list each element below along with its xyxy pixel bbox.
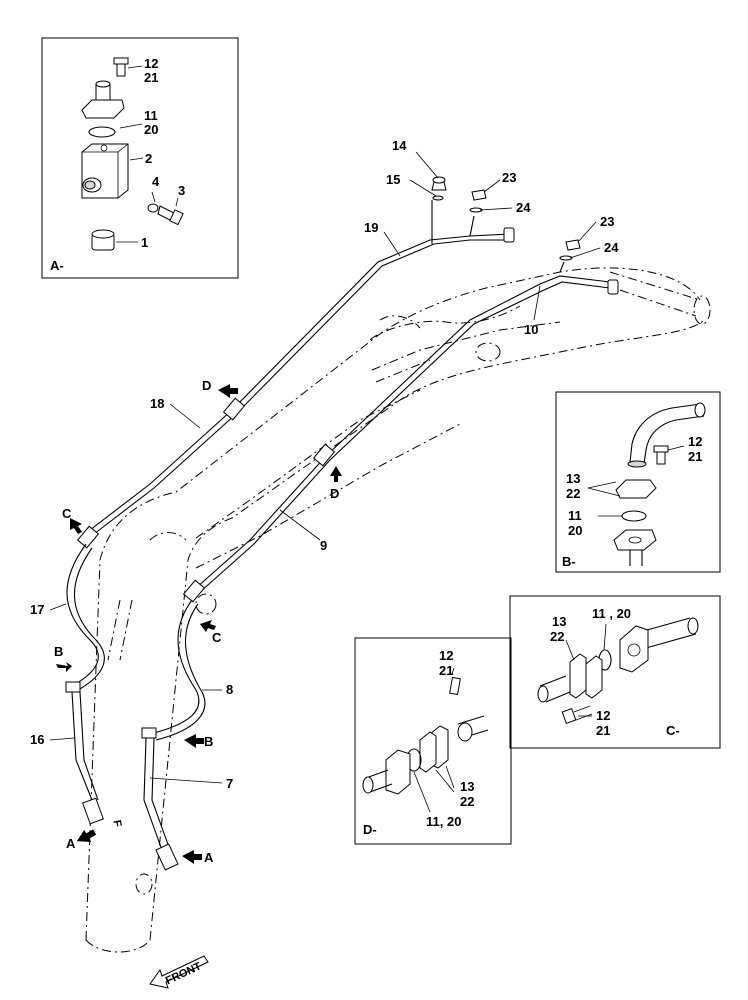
inset-c-tag: C- <box>666 723 680 738</box>
inset-d-label: 22 <box>460 794 474 809</box>
inset-a-label: 4 <box>152 174 160 189</box>
view-arrow-icon <box>70 518 82 534</box>
view-arrow-label: A <box>204 850 214 865</box>
inset-d-label: 12 <box>439 648 453 663</box>
boom-outline <box>85 267 711 953</box>
inset-d-frame <box>354 637 512 845</box>
callout-label: 18 <box>150 396 164 411</box>
callout-label: 16 <box>30 732 44 747</box>
inset-b-label: 13 <box>566 471 580 486</box>
inset-c: 13 22 11 , 20 12 21 C- <box>509 595 721 749</box>
view-arrow-label: D <box>330 486 339 501</box>
view-arrow-label: C <box>212 630 222 645</box>
inset-c-label: 13 <box>552 614 566 629</box>
callout-label: 24 <box>604 240 619 255</box>
callout-label: 19 <box>364 220 378 235</box>
view-arrow-label: B <box>204 734 213 749</box>
inset-a-label: 3 <box>178 183 185 198</box>
inset-c-label: 11 , 20 <box>592 606 631 621</box>
inset-b: 12 21 13 22 11 20 B- <box>555 391 721 573</box>
callout-label: 14 <box>392 138 407 153</box>
inset-a-label: 11 <box>144 108 158 123</box>
view-arrow-icon <box>200 620 216 632</box>
inset-a-label: 2 <box>145 151 152 166</box>
view-arrow-icon <box>76 829 97 843</box>
inset-b-label: 11 <box>568 508 582 523</box>
view-arrow-icon <box>218 384 238 398</box>
boom-mark: F <box>110 819 123 828</box>
inset-b-label: 12 <box>688 434 702 449</box>
inset-d-label: 11, 20 <box>426 814 461 829</box>
view-arrow-icon <box>184 734 204 748</box>
front-label: FRONT <box>164 960 204 987</box>
inset-b-frame <box>555 391 721 573</box>
inset-b-label: 22 <box>566 486 580 501</box>
inset-c-frame <box>509 595 721 749</box>
callout-leaders <box>49 151 601 784</box>
callout-label: 8 <box>226 682 233 697</box>
inset-b-label: 20 <box>568 523 582 538</box>
inset-d-label: 21 <box>439 663 453 678</box>
inset-c-label: 12 <box>596 708 610 723</box>
view-arrow-label: D <box>202 378 211 393</box>
callout-label: 7 <box>226 776 233 791</box>
inset-b-label: 21 <box>688 449 702 464</box>
hydraulic-lines <box>65 176 619 871</box>
inset-b-tag: B- <box>562 554 576 569</box>
callout-label: 10 <box>524 322 538 337</box>
view-arrow-label: A <box>66 836 76 851</box>
inset-d-tag: D- <box>363 822 377 837</box>
inset-c-label: 21 <box>596 723 610 738</box>
callout-label: 17 <box>30 602 44 617</box>
inset-a-label: 21 <box>144 70 158 85</box>
inset-a-label: 20 <box>144 122 158 137</box>
view-arrow-label: C <box>62 506 72 521</box>
inset-d: 12 21 13 22 11, 20 D- <box>354 637 512 845</box>
callout-label: 24 <box>516 200 531 215</box>
inset-a-frame <box>41 37 239 279</box>
callout-label: 23 <box>502 170 516 185</box>
inset-a-tag: A- <box>50 258 64 273</box>
inset-c-label: 22 <box>550 629 564 644</box>
view-arrow-icon <box>56 662 72 672</box>
callout-label: 9 <box>320 538 327 553</box>
view-arrow-label: B <box>54 644 63 659</box>
callout-label: 23 <box>600 214 614 229</box>
inset-a: 12 21 11 20 2 4 3 1 A- <box>41 37 239 279</box>
view-arrows: D D C C B B A A <box>54 378 342 865</box>
callout-numbers: 14 15 23 24 19 23 24 10 18 9 17 16 8 7 <box>30 138 619 791</box>
front-arrow-icon <box>149 955 209 989</box>
inset-a-label: 1 <box>141 235 148 250</box>
callout-label: 15 <box>386 172 400 187</box>
view-arrow-icon <box>330 466 342 482</box>
inset-a-label: 12 <box>144 56 158 71</box>
inset-d-label: 13 <box>460 779 474 794</box>
view-arrow-icon <box>182 850 202 864</box>
